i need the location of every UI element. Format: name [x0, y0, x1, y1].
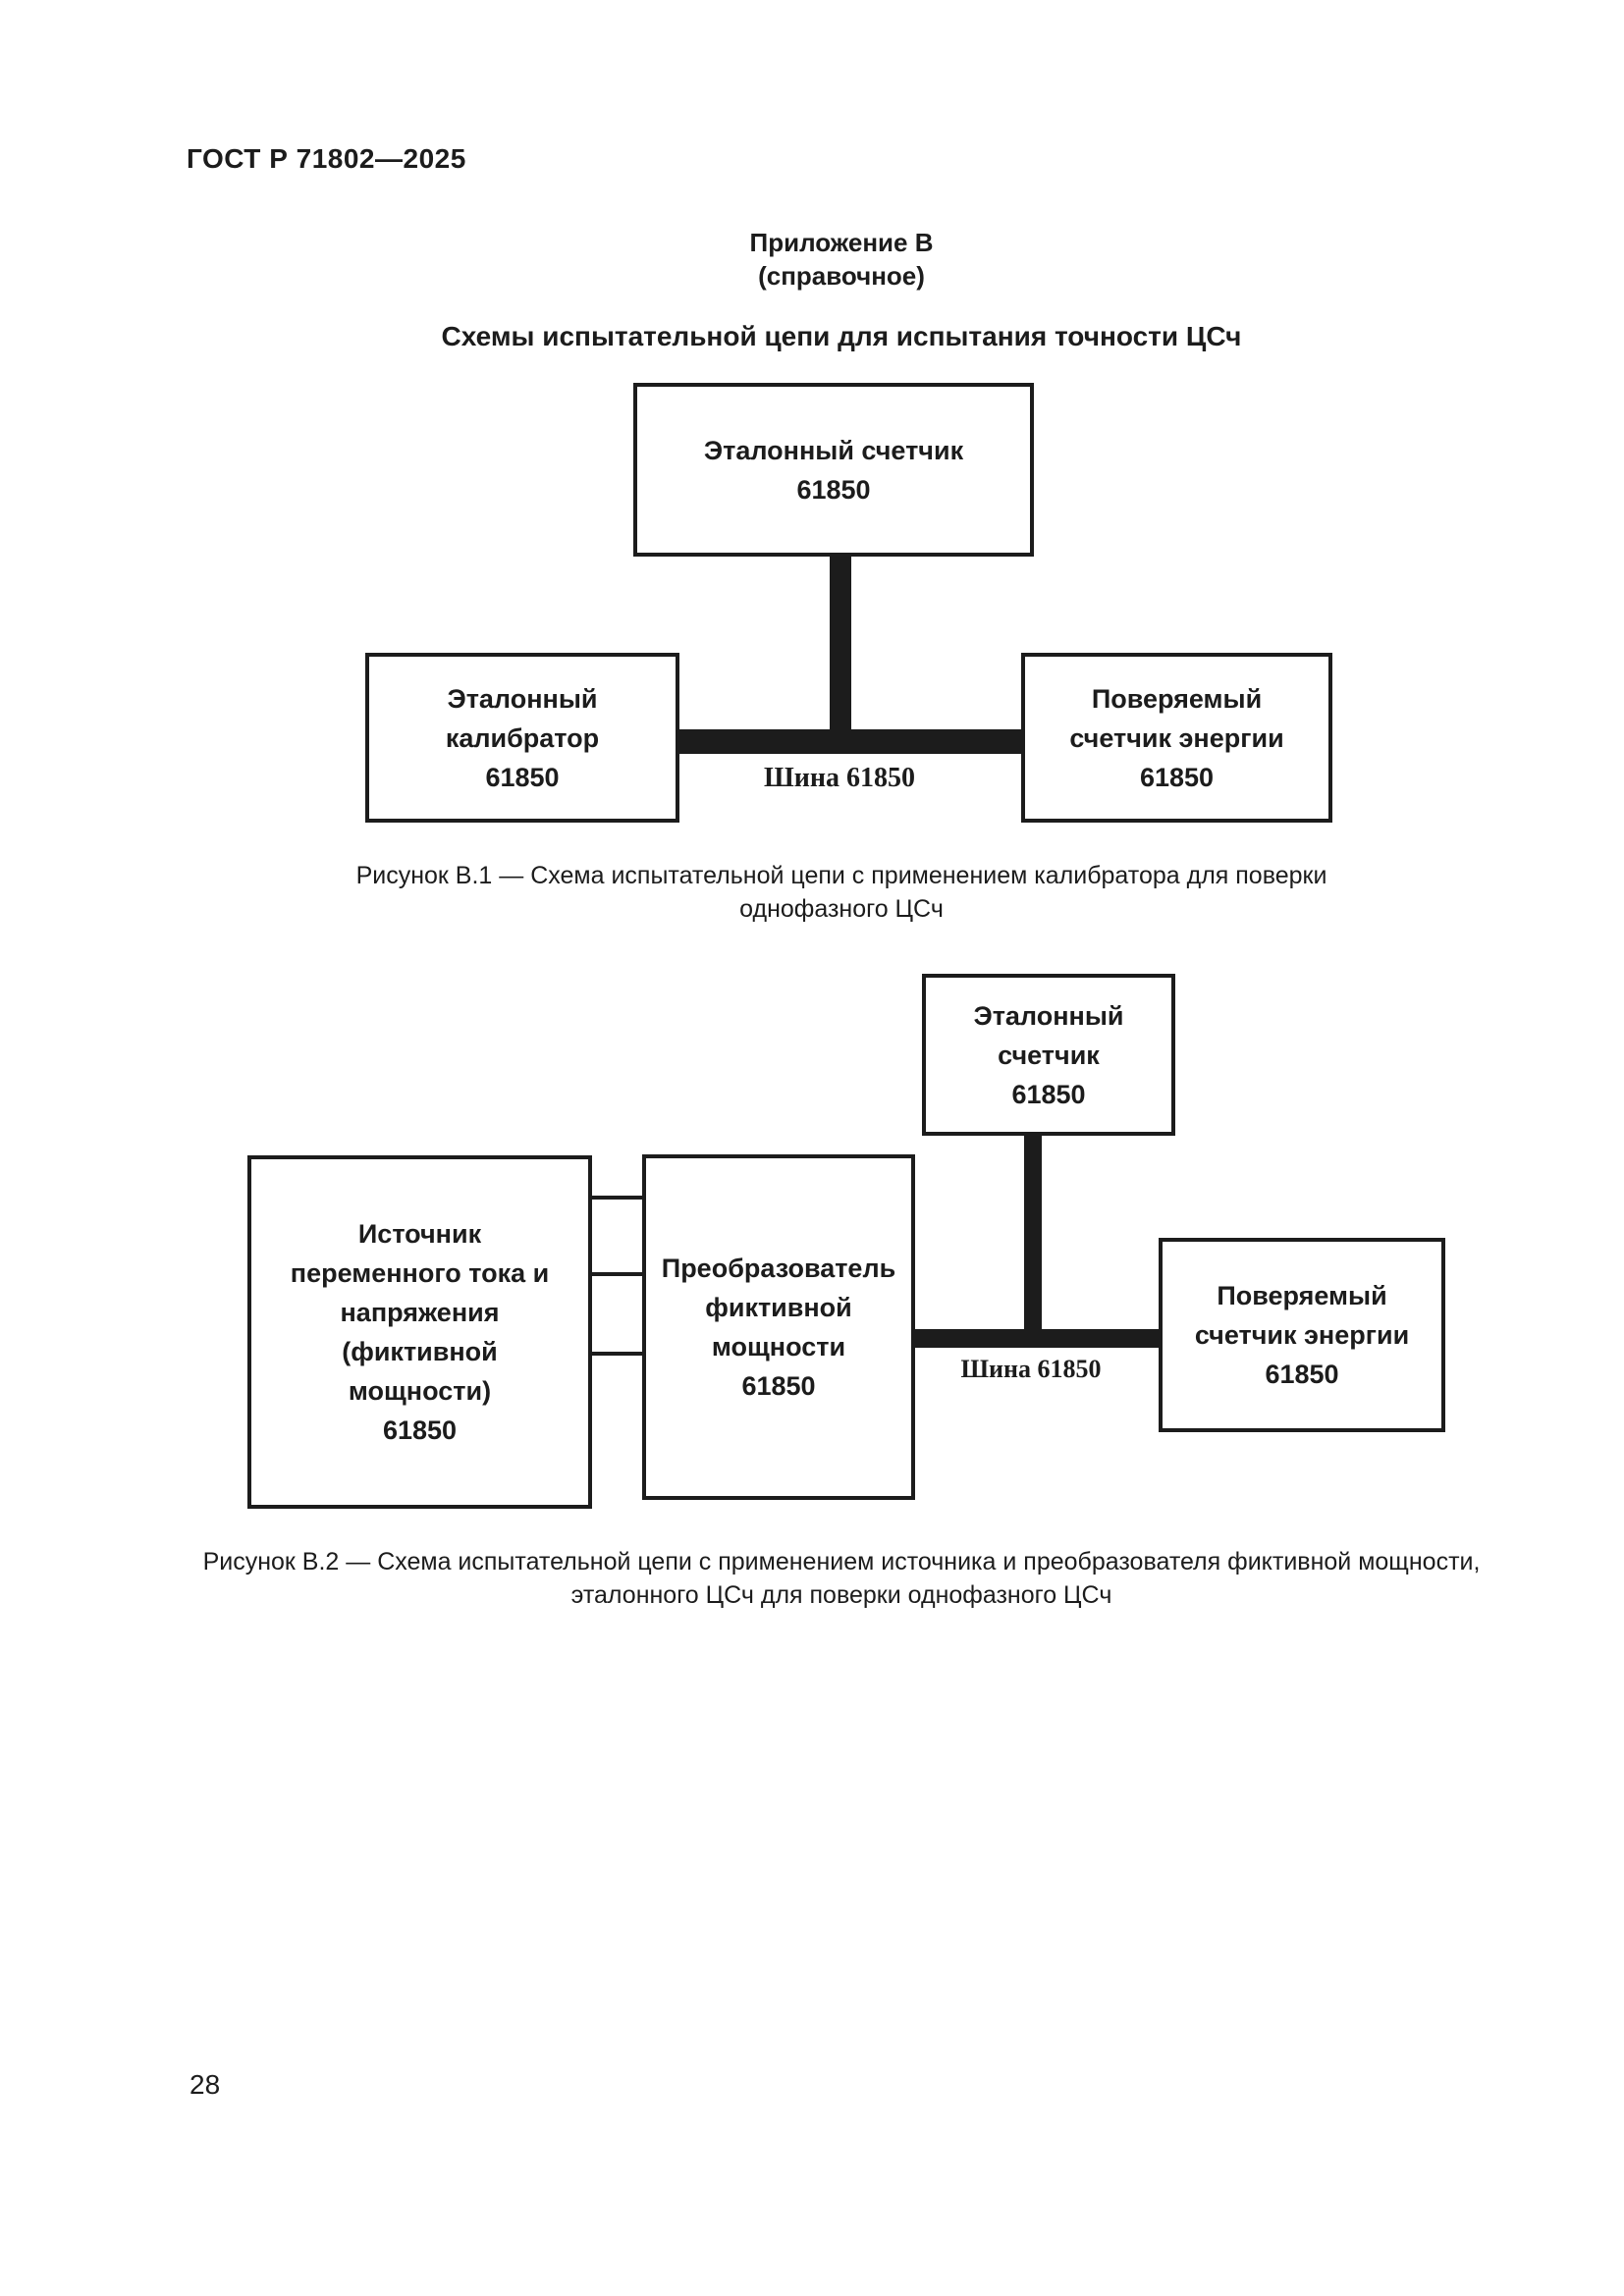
appendix-heading: Приложение В (справочное) [59, 226, 1624, 293]
fig-b1-vertical-bus-line [830, 555, 851, 753]
box-label-line: счетчик [998, 1040, 1100, 1070]
box-label-line: Эталонный счетчик [703, 435, 964, 465]
box-label-line: 61850 [1265, 1360, 1339, 1389]
fig-b1-calibrator-box: Эталонный калибратор 61850 [365, 653, 679, 823]
fig-b2-connector-line [590, 1196, 644, 1200]
box-label-line: калибратор [445, 722, 600, 753]
fig-b2-horizontal-bus-line [913, 1329, 1161, 1348]
fig-b2-connector-line [590, 1272, 644, 1276]
fig-b2-meter-under-test-box: Поверяемый счетчик энергии 61850 [1159, 1238, 1445, 1432]
box-label-line: 61850 [1011, 1079, 1086, 1109]
box-label-line: мощности) [348, 1376, 492, 1406]
box-label-line: 61850 [382, 1415, 458, 1445]
box-label-line: счетчик энергии [1194, 1320, 1410, 1350]
caption-line: Рисунок В.2 — Схема испытательной цепи с… [202, 1548, 1481, 1575]
fig-b1-bus-label: Шина 61850 [763, 763, 916, 793]
caption-line: Рисунок В.1 — Схема испытательной цепи с… [355, 862, 1327, 889]
box-label-line: переменного тока и [290, 1258, 550, 1288]
box-label-line: фиктивной [705, 1293, 852, 1322]
page-number: 28 [189, 2069, 221, 2100]
box-label-line: 61850 [796, 474, 871, 505]
box-label-line: мощности [711, 1332, 846, 1362]
fig-b2-vertical-bus-line [1024, 1134, 1042, 1347]
fig-b2-bus-label: Шина 61850 [960, 1355, 1102, 1383]
fig-b1-horizontal-bus-line [677, 729, 1023, 754]
box-label-line: напряжения [340, 1298, 500, 1327]
caption-line: эталонного ЦСч для поверки однофазного Ц… [570, 1581, 1112, 1609]
figure-b1-caption: Рисунок В.1 — Схема испытательной цепи с… [59, 859, 1624, 926]
fig-b1-reference-meter-box: Эталонный счетчик 61850 [633, 383, 1034, 557]
fig-b2-connector-line [590, 1352, 644, 1356]
box-label-line: Поверяемый [1091, 683, 1263, 714]
fig-b1-meter-under-test-box: Поверяемый счетчик энергии 61850 [1021, 653, 1332, 823]
fig-b2-ac-source-box: Источник переменного тока и напряжения (… [247, 1155, 592, 1509]
box-label-line: счетчик энергии [1069, 722, 1284, 753]
box-label-line: Поверяемый [1217, 1281, 1387, 1310]
caption-line: однофазного ЦСч [739, 895, 944, 923]
box-label-line: 61850 [485, 762, 560, 792]
fig-b2-fictitious-power-converter-box: Преобразователь фиктивной мощности 61850 [642, 1154, 915, 1500]
fig-b2-reference-meter-box: Эталонный счетчик 61850 [922, 974, 1175, 1136]
box-label-line: Преобразователь [661, 1254, 896, 1283]
document-header: ГОСТ Р 71802—2025 [187, 143, 466, 174]
appendix-label: Приложение В [749, 228, 934, 257]
section-title: Схемы испытательной цепи для испытания т… [441, 321, 1242, 351]
box-label-line: Эталонный [447, 683, 598, 714]
box-label-line: 61850 [741, 1371, 816, 1401]
figure-b2-caption: Рисунок В.2 — Схема испытательной цепи с… [59, 1545, 1624, 1612]
box-label-line: Эталонный [973, 1000, 1124, 1031]
appendix-note: (справочное) [758, 261, 925, 291]
box-label-line: 61850 [1139, 762, 1215, 792]
box-label-line: (фиктивной [342, 1337, 498, 1366]
box-label-line: Источник [357, 1219, 482, 1249]
